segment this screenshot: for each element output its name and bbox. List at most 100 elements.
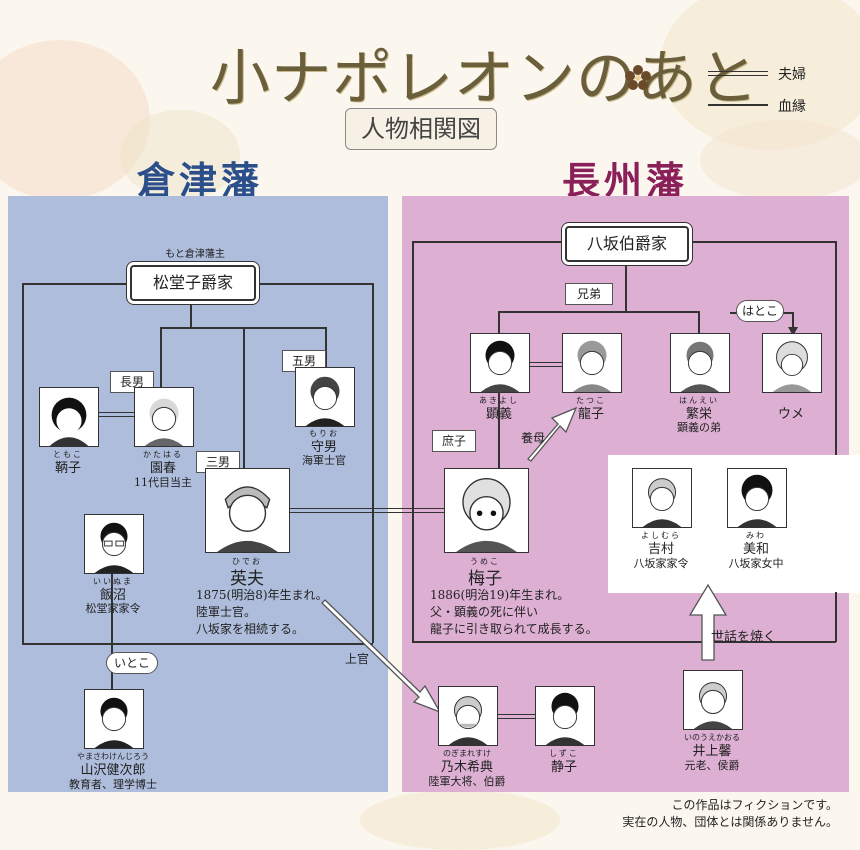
marriage-line xyxy=(98,412,134,417)
connector-line xyxy=(498,393,500,471)
connector-line xyxy=(498,311,500,333)
ruby-tomoko: ともこ xyxy=(53,450,83,459)
relation-tag-hatoko: はとこ xyxy=(736,300,784,322)
portrait-inoue xyxy=(683,670,743,730)
name-miwa: 美和 xyxy=(742,542,769,557)
desc-iinuma: 松堂家家令 xyxy=(85,602,141,615)
portrait-tatsuko xyxy=(562,333,622,393)
name-shizuko: 静子 xyxy=(550,760,577,775)
disclaimer-line-2: 実在の人物、団体とは関係ありません。 xyxy=(622,815,838,829)
ruby-hideo: ひでお xyxy=(232,557,262,566)
connector-line xyxy=(160,327,325,329)
relation-label-joukan: 上官 xyxy=(345,652,370,666)
portrait-yoshimura xyxy=(632,468,692,528)
right-domain-heading: 長州藩 xyxy=(561,158,688,203)
plum-blossom-icon xyxy=(624,64,652,92)
marriage-line xyxy=(496,714,536,719)
relation-label-sewa: 世話を焼く xyxy=(711,630,777,645)
name-iinuma: 飯沼 xyxy=(99,588,126,603)
marriage-line xyxy=(288,508,444,513)
name-sonoharu: 園春 xyxy=(149,461,176,476)
desc-morio: 海軍士官 xyxy=(302,454,346,467)
ruby-umeko: うめこ xyxy=(470,557,500,566)
ruby-yoshimura: よしむら xyxy=(641,531,681,540)
connector-line xyxy=(22,643,373,645)
flower-decoration xyxy=(120,110,240,200)
ruby-miwa: みわ xyxy=(746,531,766,540)
ruby-hanei: はんえい xyxy=(679,396,719,405)
yasaka-house-label: 八坂伯爵家 xyxy=(565,226,689,262)
connector-line xyxy=(160,327,162,389)
ruby-inoue: いのうえかおる xyxy=(684,733,740,742)
relation-tag-kyodai: 兄弟 xyxy=(565,283,613,305)
relation-tag-shoshi: 庶子 xyxy=(432,430,476,452)
connector-line xyxy=(22,283,127,285)
name-akiyoshi: 顕義 xyxy=(485,407,512,422)
desc-umeko-2: 父・顕義の死に伴い xyxy=(430,605,539,619)
name-tomoko: 鞆子 xyxy=(54,461,81,476)
matsudo-house-note: もと倉津藩主 xyxy=(165,249,225,260)
name-yamasawa: 山沢健次郎 xyxy=(80,763,146,778)
desc-umeko-1: 1886(明治19)年生まれ。 xyxy=(430,588,570,602)
portrait-akiyoshi xyxy=(470,333,530,393)
ruby-iinuma: いいぬま xyxy=(93,577,133,586)
portrait-hideo xyxy=(205,468,290,553)
ruby-sonoharu: かたはる xyxy=(143,450,183,459)
connector-line xyxy=(625,259,627,311)
name-inoue: 井上馨 xyxy=(692,744,732,759)
connector-line xyxy=(111,573,113,690)
connector-line xyxy=(835,592,837,642)
connector-line xyxy=(835,241,837,455)
desc-hanei: 顕義の弟 xyxy=(677,421,721,434)
connector-line xyxy=(325,327,327,367)
desc-nogi: 陸軍大将、伯爵 xyxy=(428,775,506,788)
desc-hideo-2: 陸軍士官。 xyxy=(196,605,257,619)
portrait-ume xyxy=(762,333,822,393)
legend-blood-line xyxy=(708,104,768,106)
portrait-hanei xyxy=(670,333,730,393)
desc-hideo-1: 1875(明治8)年生まれ。 xyxy=(196,588,328,602)
relation-tag-gonan: 五男 xyxy=(282,350,326,372)
name-ume: ウメ xyxy=(777,407,804,422)
ruby-morio: もりお xyxy=(309,429,339,438)
connector-line xyxy=(792,312,794,332)
marriage-line xyxy=(528,362,562,367)
ruby-nogi: のぎまれすけ xyxy=(443,749,491,758)
connector-line xyxy=(22,283,24,643)
desc-umeko-3: 龍子に引き取られて成長する。 xyxy=(430,622,598,636)
portrait-morio xyxy=(295,367,355,427)
portrait-nogi xyxy=(438,686,498,746)
flower-decoration xyxy=(700,120,860,200)
relation-label-yobo: 養母 xyxy=(521,431,546,445)
name-morio: 守男 xyxy=(310,440,337,455)
legend-blood-label: 血縁 xyxy=(778,99,806,115)
name-nogi: 乃木希典 xyxy=(440,760,493,775)
left-domain-heading: 倉津藩 xyxy=(136,158,263,203)
legend-marriage-label: 夫婦 xyxy=(778,67,806,83)
connector-line xyxy=(412,241,562,243)
connector-line xyxy=(243,327,245,469)
desc-yamasawa: 教育者、理学博士 xyxy=(69,778,157,791)
desc-yoshimura: 八坂家家令 xyxy=(633,557,689,570)
portrait-umeko xyxy=(444,468,529,553)
portrait-tomoko xyxy=(39,387,99,447)
legend-marriage-line xyxy=(708,71,768,76)
ruby-shizuko: しずこ xyxy=(549,749,579,758)
connector-line xyxy=(698,311,700,333)
page-subtitle: 人物相関図 xyxy=(345,108,497,150)
portrait-miwa xyxy=(727,468,787,528)
name-hideo: 英夫 xyxy=(230,569,264,589)
relation-tag-itoko: いとこ xyxy=(106,652,158,674)
ruby-yamasawa: やまさわけんじろう xyxy=(77,752,149,761)
disclaimer-line-1: この作品はフィクションです。 xyxy=(671,798,838,812)
desc-sonoharu: 11代目当主 xyxy=(134,476,192,489)
ruby-tatsuko: たつこ xyxy=(576,396,606,405)
connector-line xyxy=(498,311,698,313)
name-tatsuko: 龍子 xyxy=(577,407,604,422)
connector-line xyxy=(255,283,373,285)
desc-inoue: 元老、侯爵 xyxy=(684,759,740,772)
connector-line xyxy=(688,241,836,243)
connector-line xyxy=(190,302,192,327)
name-hanei: 繁栄 xyxy=(685,407,712,422)
disclaimer: この作品はフィクションです。 実在の人物、団体とは関係ありません。 xyxy=(622,797,838,831)
